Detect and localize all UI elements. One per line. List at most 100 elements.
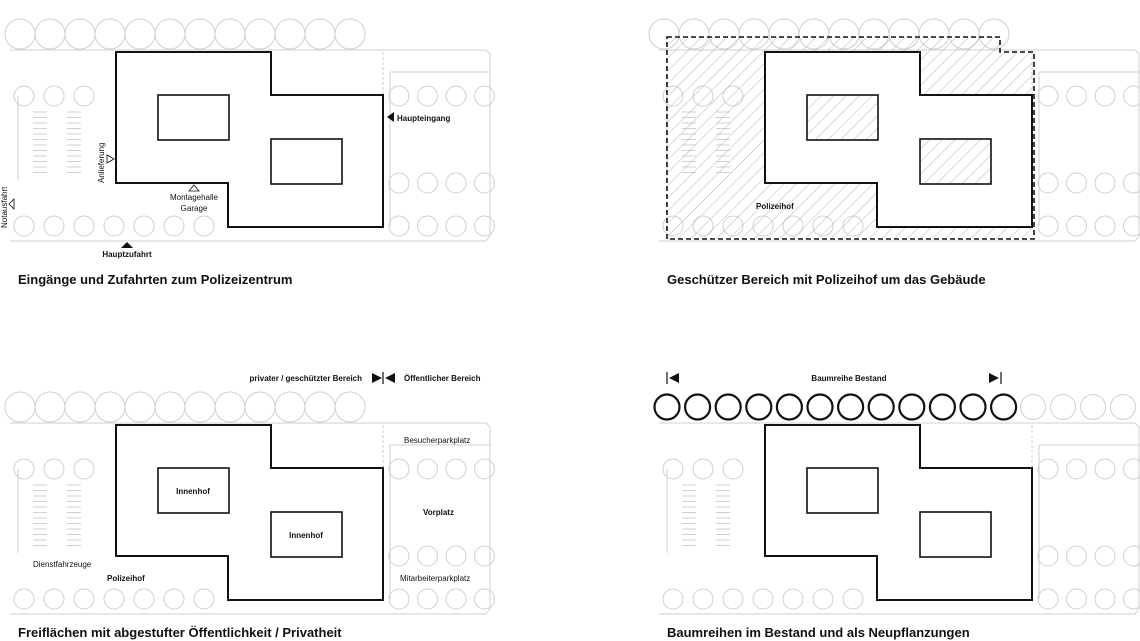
tree-icon: [34, 391, 66, 423]
tree-icon: [304, 391, 336, 423]
tree-icon: [73, 215, 95, 237]
tree-icon: [1066, 85, 1087, 107]
tree-icon: [43, 588, 65, 610]
main-entrance-arrow-icon: [387, 112, 394, 122]
tree-icon: [806, 393, 834, 421]
tree-icon: [73, 458, 95, 480]
tree-icon: [13, 215, 35, 237]
tree-icon: [103, 588, 125, 610]
tree-icon: [1094, 172, 1116, 194]
trees-right: [1037, 458, 1140, 610]
tree-icon: [812, 588, 834, 610]
tree-row-label: Baumreihe Bestand: [811, 374, 886, 383]
tree-icon: [244, 391, 276, 423]
tree-icon: [1094, 545, 1116, 567]
tree-icon: [133, 588, 155, 610]
tree-icon: [474, 85, 495, 107]
tree-icon: [124, 18, 156, 50]
tree-icon: [445, 458, 467, 480]
main-access-label: Hauptzufahrt: [102, 250, 152, 259]
tree-icon: [1123, 172, 1140, 194]
tree-icon: [1020, 394, 1046, 420]
site-boundary: [10, 49, 491, 242]
tree-icon: [274, 391, 306, 423]
parking-left: [17, 469, 81, 553]
tree-icon: [334, 391, 366, 423]
forecourt-label: Vorplatz: [423, 508, 454, 517]
tree-icon: [193, 588, 215, 610]
tree-icon: [692, 588, 714, 610]
private-area-label: privater / geschützter Bereich: [250, 374, 363, 383]
tree-icon: [1066, 588, 1087, 610]
site-outline: [10, 422, 491, 615]
trees-bottom: [662, 458, 864, 610]
tree-icon: [184, 18, 216, 50]
tree-icon: [1037, 172, 1059, 194]
tree-icon: [34, 18, 66, 50]
courtyard-1: [157, 94, 230, 141]
tree-icon: [842, 588, 864, 610]
tree-icon: [1066, 172, 1087, 194]
tree-icon: [388, 172, 410, 194]
tree-icon: [959, 393, 987, 421]
tree-row-new: [1020, 394, 1136, 420]
staff-parking-label: Mitarbeiterparkplatz: [400, 574, 470, 583]
tree-icon: [1094, 458, 1116, 480]
tree-icon: [474, 545, 495, 567]
panel-tree-rows: Baumreihe Bestand Baumreihen im Bestand …: [653, 372, 1140, 640]
tree-icon: [13, 588, 35, 610]
tree-icon: [683, 393, 712, 421]
tree-icon: [388, 85, 410, 107]
tree-icon: [13, 458, 35, 480]
parking-left: [17, 96, 81, 180]
tree-icon: [417, 545, 438, 567]
tree-icon: [1123, 85, 1140, 107]
tree-icon: [836, 393, 865, 421]
site-outline: [10, 49, 491, 242]
tree-icon: [417, 172, 438, 194]
tree-icon: [1123, 215, 1140, 237]
tree-icon: [745, 393, 773, 421]
tree-icon: [1110, 394, 1136, 420]
tree-icon: [94, 18, 126, 50]
police-yard-label: Polizeihof: [107, 574, 145, 583]
parking-left: [666, 469, 730, 553]
tree-icon: [154, 391, 186, 423]
tree-icon: [244, 18, 276, 50]
panel-3-caption: Freiflächen mit abgestufter Öffentlichke…: [18, 625, 342, 640]
tree-icon: [388, 545, 410, 567]
tree-icon: [722, 458, 744, 480]
tree-icon: [43, 458, 65, 480]
tree-icon: [388, 215, 410, 237]
main-access-arrow-icon: [121, 242, 133, 248]
tree-icon: [1123, 545, 1140, 567]
courtyard-1: [806, 94, 879, 141]
tree-icon: [445, 215, 467, 237]
courtyard-1: [806, 467, 879, 514]
trees-bottom: [13, 85, 215, 237]
tree-icon: [64, 18, 96, 50]
tree-icon: [184, 391, 216, 423]
tree-icon: [1037, 588, 1059, 610]
tree-icon: [4, 391, 36, 423]
tree-icon: [714, 393, 742, 421]
panel-entrances: Haupteingang Anlieferung Montagehalle Ga…: [0, 18, 495, 287]
delivery-arrow-icon: [106, 154, 115, 164]
garage-label: Garage: [181, 204, 208, 213]
tree-icon: [417, 215, 438, 237]
tree-icon: [1080, 394, 1106, 420]
tree-row-top: [4, 18, 366, 50]
delivery-label: Anlieferung: [97, 143, 106, 183]
tree-icon: [662, 458, 684, 480]
tree-icon: [1094, 85, 1116, 107]
tree-icon: [1037, 458, 1059, 480]
tree-icon: [1037, 85, 1059, 107]
panel-open-spaces: privater / geschützter Bereich Öffentlic…: [4, 372, 495, 640]
tree-icon: [417, 458, 438, 480]
tree-icon: [1037, 215, 1059, 237]
building-footprint: [115, 51, 384, 228]
tree-icon: [722, 588, 744, 610]
trees-right: [388, 458, 495, 610]
tree-icon: [43, 85, 65, 107]
